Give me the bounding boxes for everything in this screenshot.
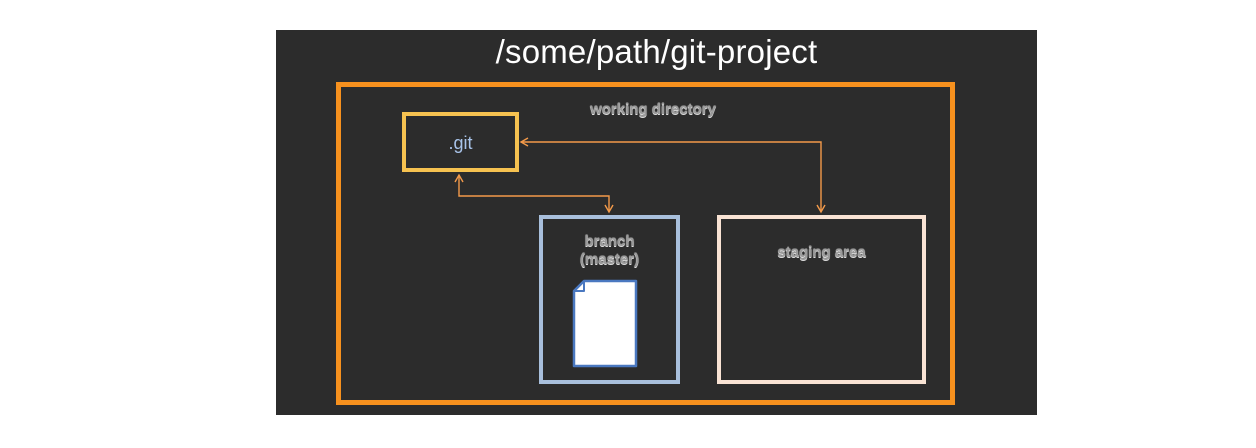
staging-area-box xyxy=(717,215,926,384)
slide-background xyxy=(276,30,1037,415)
branch-label-ref: (master) xyxy=(579,251,640,268)
branch-label-name: branch xyxy=(584,233,635,250)
git-branch-arrow xyxy=(454,173,614,214)
working-directory-box xyxy=(336,82,955,405)
git-box xyxy=(402,112,519,172)
working-directory-label: working directory xyxy=(590,101,716,118)
git-label: .git xyxy=(448,133,473,153)
branch-box xyxy=(539,215,680,384)
branch-label: branch (master) xyxy=(543,233,676,269)
staging-area-label: staging area xyxy=(777,244,866,261)
diagram-title: /some/path/git-project xyxy=(495,33,818,70)
git-staging-arrow xyxy=(519,137,826,214)
document-icon xyxy=(572,279,638,368)
